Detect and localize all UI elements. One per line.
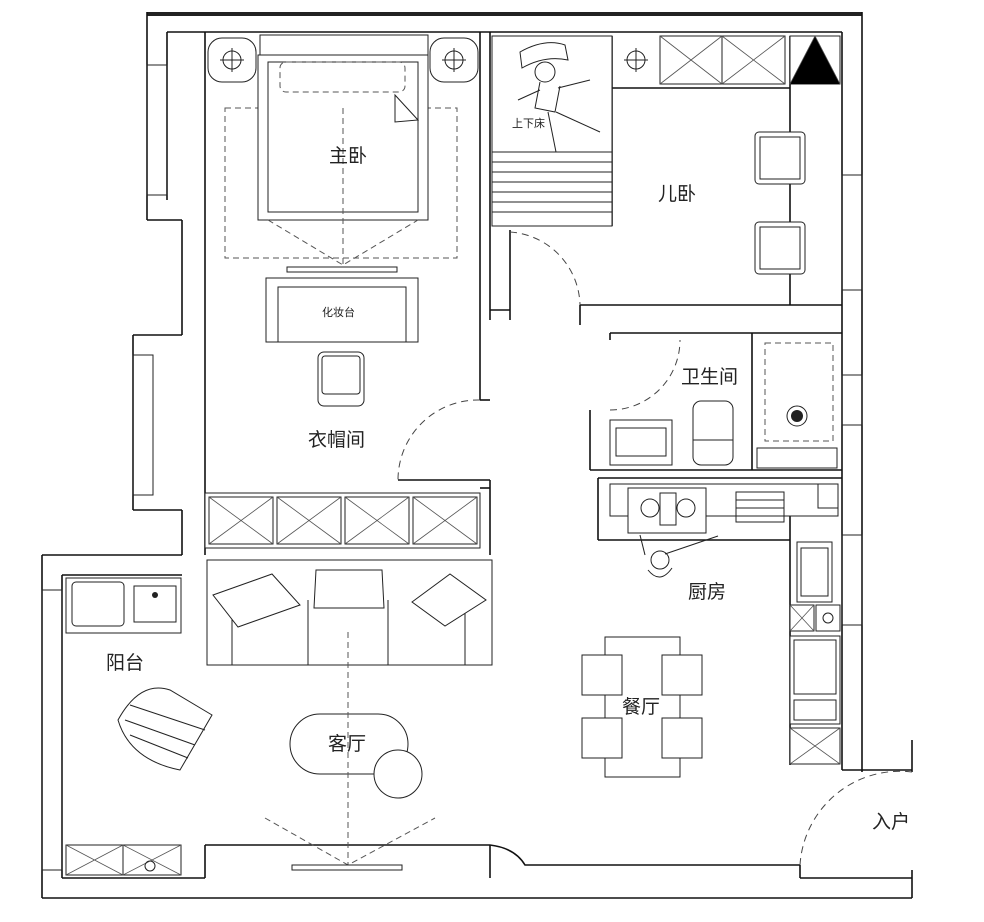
wardrobe [204,492,481,549]
interior-walls [204,32,842,765]
bunk-bed [491,35,613,227]
balcony-label: 阳台 [106,652,144,674]
bunk-bed-label: 上下床 [512,116,545,130]
vanity-table [265,277,419,343]
master-bed [207,34,479,266]
entrance-label: 入户 [872,811,910,833]
vanity-chair [317,351,365,407]
desk-chair-2 [754,221,806,275]
tv-view-angle [264,817,436,866]
sofa [206,559,493,666]
dining-room-label: 餐厅 [622,696,660,718]
dining-table [581,636,703,778]
kitchen-cabinets [789,541,841,765]
child-bedroom-label: 儿卧 [658,183,696,205]
bathroom-label: 卫生间 [681,366,738,388]
master-bedroom-label: 主卧 [329,145,367,167]
child-lamp [624,48,648,72]
washing-machine [65,577,182,634]
cloakroom-label: 衣帽间 [308,429,365,451]
coffee-table [289,713,423,799]
bathroom-shelf [756,447,838,469]
child-wardrobe [659,35,841,85]
door-swings [397,231,913,866]
toilet [692,400,734,466]
tv [286,266,398,273]
living-room-label: 客厅 [328,733,366,755]
bathroom-sink [609,419,673,466]
kitchen-label: 厨房 [688,581,726,603]
cook-figure [639,534,719,578]
kitchen-counter [609,483,839,534]
lounge-chair [117,687,213,771]
desk-chair-1 [754,131,806,185]
balcony-cabinet [65,844,182,876]
vanity-label: 化妆台 [322,305,355,319]
living-tv [291,864,403,871]
shower [764,342,834,442]
outer-walls [41,12,913,899]
